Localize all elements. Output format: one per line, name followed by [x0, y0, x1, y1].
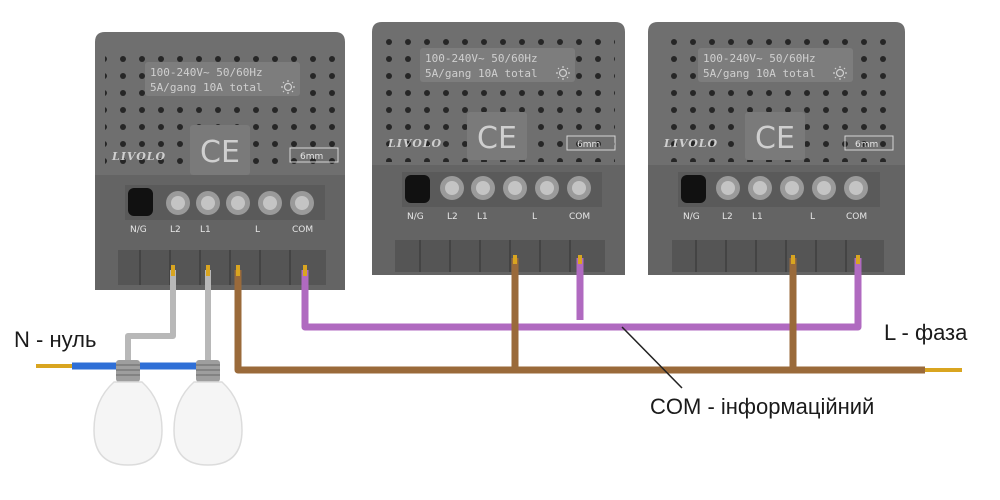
- svg-text:COM: COM: [846, 212, 867, 222]
- terminal-labels: N/G L2 L1 L COM: [683, 212, 867, 222]
- spec-line1: 100-240V~ 50/60Hz: [425, 52, 538, 65]
- brand-logo: LIVOLO: [663, 137, 718, 150]
- sun-icon: [833, 66, 847, 80]
- svg-text:L2: L2: [447, 212, 458, 222]
- brand-logo: LIVOLO: [111, 150, 166, 163]
- com-callout-line: [621, 326, 683, 389]
- spec-line1: 100-240V~ 50/60Hz: [703, 52, 816, 65]
- switch-1-spec-plate: [145, 62, 300, 96]
- lamp-1-wire: [125, 270, 176, 360]
- terminal-screws: [166, 191, 314, 215]
- svg-text:L: L: [255, 225, 260, 235]
- terminal-labels: N/G L2 L1 L COM: [130, 225, 313, 235]
- svg-text:N/G: N/G: [683, 212, 700, 222]
- svg-text:COM: COM: [292, 225, 313, 235]
- light-bulb-icon: [173, 360, 243, 466]
- spec-line1: 100-240V~ 50/60Hz: [150, 66, 263, 79]
- brand-logo: LIVOLO: [387, 137, 442, 150]
- spec-line2: 5A/gang 10A total: [703, 67, 816, 80]
- spec-line2: 5A/gang 10A total: [425, 67, 538, 80]
- phase-label: L - фаза: [884, 320, 968, 345]
- phase-wire: [234, 258, 925, 374]
- svg-text:L: L: [532, 212, 537, 222]
- sun-icon: [556, 66, 570, 80]
- svg-text:L2: L2: [722, 212, 733, 222]
- neutral-label: N - нуль: [14, 327, 96, 352]
- terminal-screws: [440, 176, 591, 200]
- ce-mark: CE: [477, 121, 517, 156]
- strip-length-gauge: 6mm: [566, 135, 616, 151]
- svg-text:6mm: 6mm: [300, 152, 323, 162]
- svg-text:COM: COM: [569, 212, 590, 222]
- switch-device-3: 100-240V~ 50/60Hz 5A/gang 10A total CE L…: [648, 22, 905, 275]
- ce-mark: CE: [200, 135, 240, 170]
- sun-icon: [281, 80, 295, 94]
- svg-text:N/G: N/G: [130, 225, 147, 235]
- svg-text:L1: L1: [752, 212, 763, 222]
- light-bulb-icon: [93, 360, 163, 466]
- svg-text:6mm: 6mm: [577, 140, 600, 150]
- svg-text:6mm: 6mm: [855, 140, 878, 150]
- ce-mark: CE: [755, 121, 795, 156]
- svg-text:L1: L1: [200, 225, 211, 235]
- switch-device-1: 100-240V~ 50/60Hz 5A/gang 10A total CE L…: [95, 32, 345, 290]
- switch-device-2: 100-240V~ 50/60Hz 5A/gang 10A total CE L…: [372, 22, 625, 275]
- svg-text:L1: L1: [477, 212, 488, 222]
- strip-length-gauge: 6mm: [844, 135, 894, 151]
- terminal-labels: N/G L2 L1 L COM: [407, 212, 590, 222]
- com-label: COM - інформаційний: [650, 394, 874, 419]
- com-wire: [301, 258, 862, 331]
- svg-text:N/G: N/G: [407, 212, 424, 222]
- spec-line2: 5A/gang 10A total: [150, 81, 263, 94]
- svg-text:L2: L2: [170, 225, 181, 235]
- terminal-screws: [716, 176, 868, 200]
- svg-text:L: L: [810, 212, 815, 222]
- strip-length-gauge: 6mm: [289, 147, 339, 163]
